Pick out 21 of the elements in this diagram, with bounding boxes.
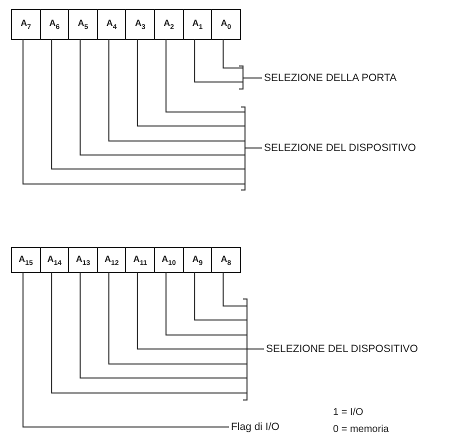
bit-cell: A$_{6}$ [40,9,70,40]
bit-cell: A$_{13}$ [68,247,98,273]
bit-cell: A$_{11}$ [125,247,155,273]
bit-cell: A$_{9}$ [182,247,212,273]
bit-cell: A$_{0}$ [211,9,241,40]
connector-line [22,272,230,428]
group-label: Flag di I/O [229,420,282,434]
bit-cell: A$_{4}$ [96,9,126,40]
bit-cell: A$_{14}$ [40,247,70,273]
bit-cell: A$_{12}$ [96,247,126,273]
connector-line [194,40,262,82]
bit-cell: A$_{10}$ [154,247,184,273]
bit-cell: A$_{3}$ [125,9,155,40]
bit-cell: A$_{5}$ [68,9,98,40]
note-text: 0 = memoria [333,423,389,436]
bit-cell: A$_{1}$ [182,9,212,40]
bit-cell: A$_{2}$ [154,9,184,40]
bit-cell: A$_{15}$ [11,247,41,273]
bit-cell: A$_{7}$ [11,9,41,40]
bit-cell: A$_{8}$ [211,247,241,273]
note-text: 1 = I/O [333,406,364,419]
